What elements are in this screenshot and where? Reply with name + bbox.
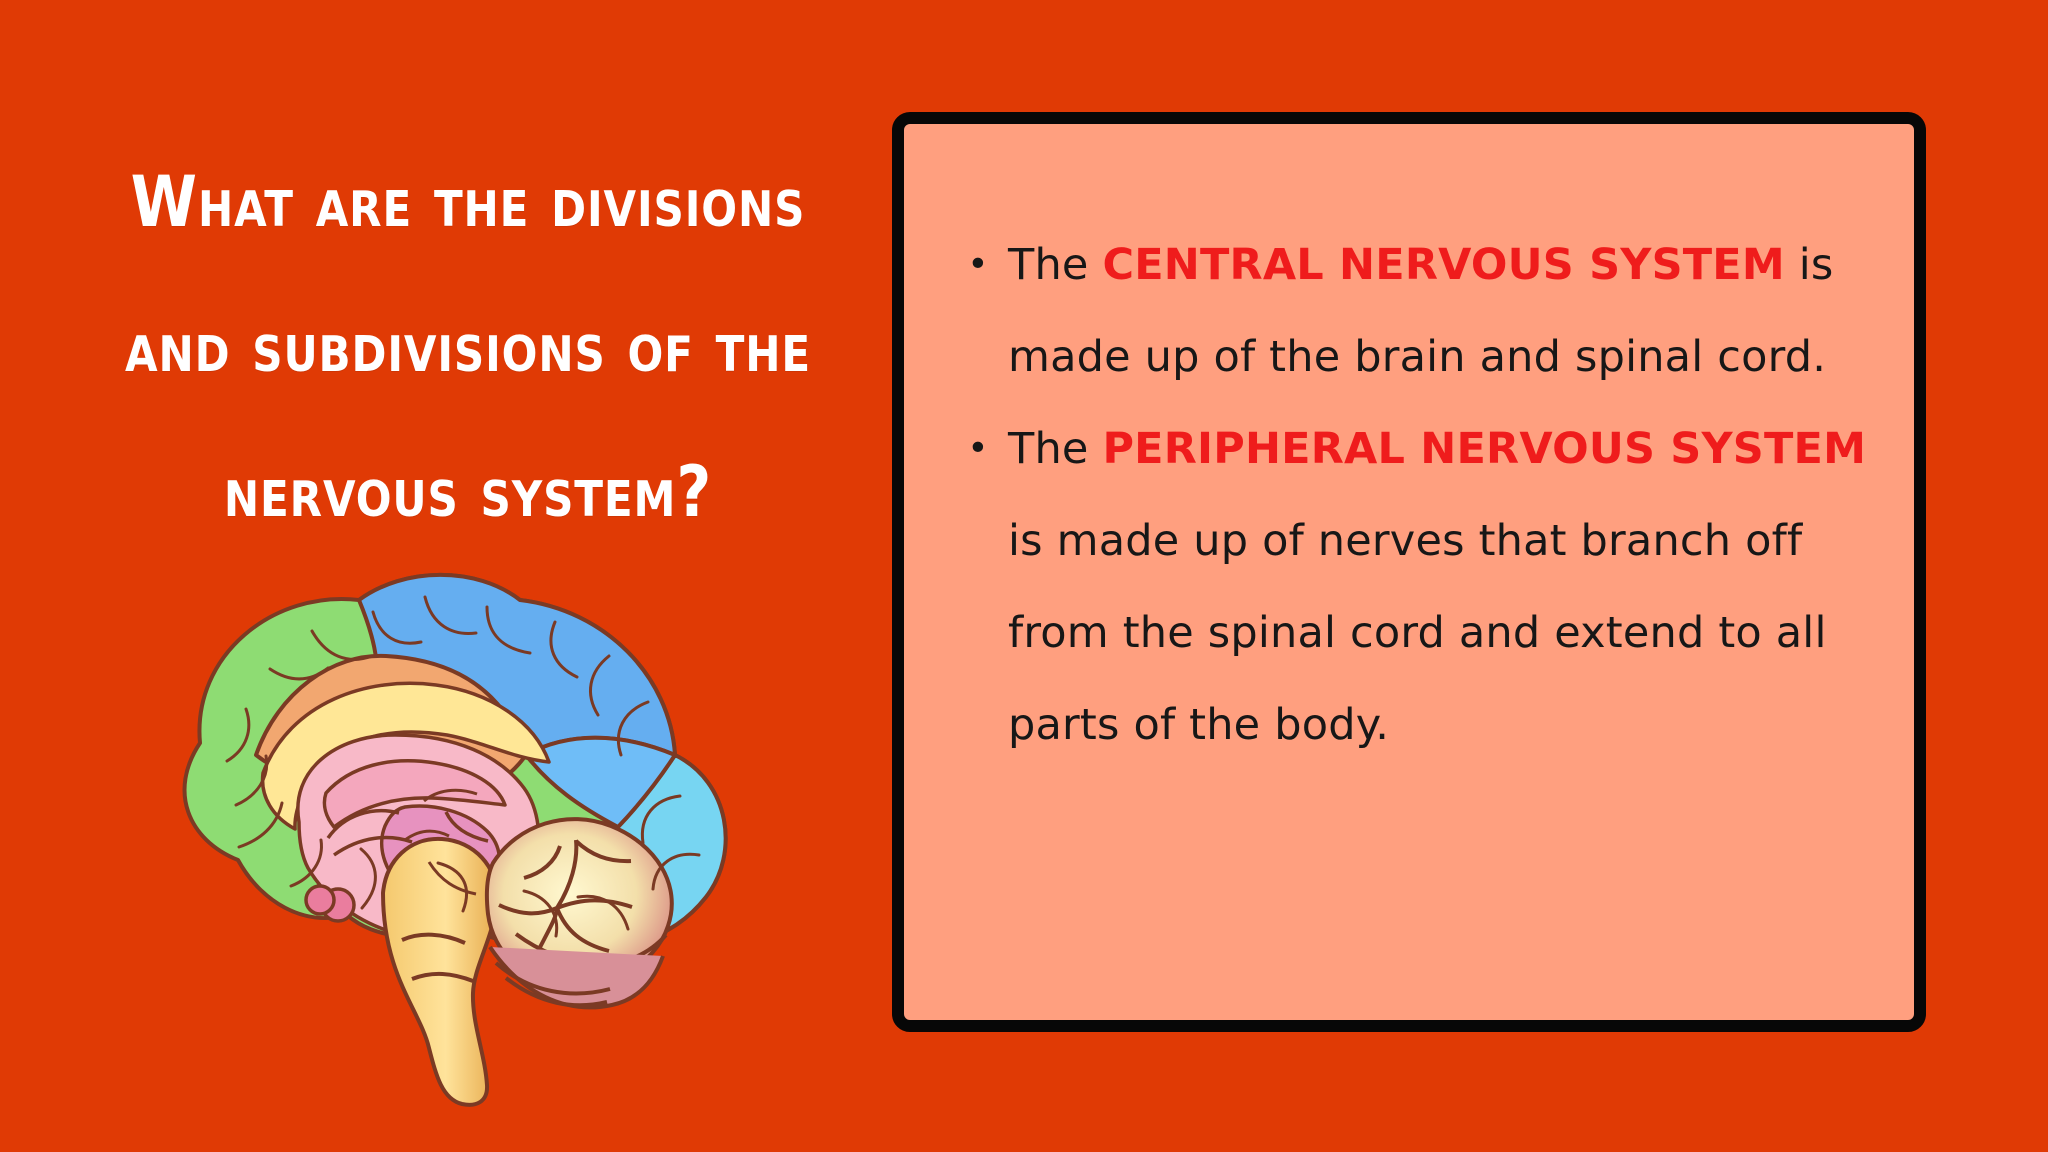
bullet-peripheral-nervous-system: • The PERIPHERAL NERVOUS SYSTEM is made … bbox=[967, 403, 1888, 771]
title-line-1: What are the divisions bbox=[130, 161, 806, 243]
bullet-tail-text: is made up of nerves that branch off fro… bbox=[1008, 516, 1827, 750]
bullet-lead-text: The bbox=[1008, 424, 1103, 474]
highlight-text: PERIPHERAL NERVOUS SYSTEM bbox=[1102, 424, 1867, 474]
bullet-lead-text: The bbox=[1008, 240, 1103, 290]
page-title: What are the divisions and subdivisions … bbox=[115, 130, 820, 565]
bullet-central-nervous-system: • The CENTRAL NERVOUS SYSTEM is made up … bbox=[967, 219, 1888, 403]
brain-stem bbox=[381, 836, 500, 1107]
title-line-2: and subdivisions of the bbox=[124, 306, 812, 388]
title-line-3: nervous system? bbox=[223, 451, 713, 533]
thalamus-connections bbox=[404, 788, 478, 896]
cerebellum bbox=[484, 817, 674, 1010]
bullet-list: • The CENTRAL NERVOUS SYSTEM is made up … bbox=[967, 219, 1888, 771]
brain-illustration bbox=[182, 572, 728, 1107]
bullet-tail-text: is made up of the brain and spinal cord. bbox=[1008, 240, 1834, 382]
highlight-text: CENTRAL NERVOUS SYSTEM bbox=[1102, 240, 1785, 290]
bullet-dot-icon: • bbox=[967, 244, 989, 285]
cortex-folds bbox=[225, 595, 701, 938]
bullet-dot-icon: • bbox=[967, 428, 989, 469]
content-panel: • The CENTRAL NERVOUS SYSTEM is made up … bbox=[892, 112, 1926, 1032]
